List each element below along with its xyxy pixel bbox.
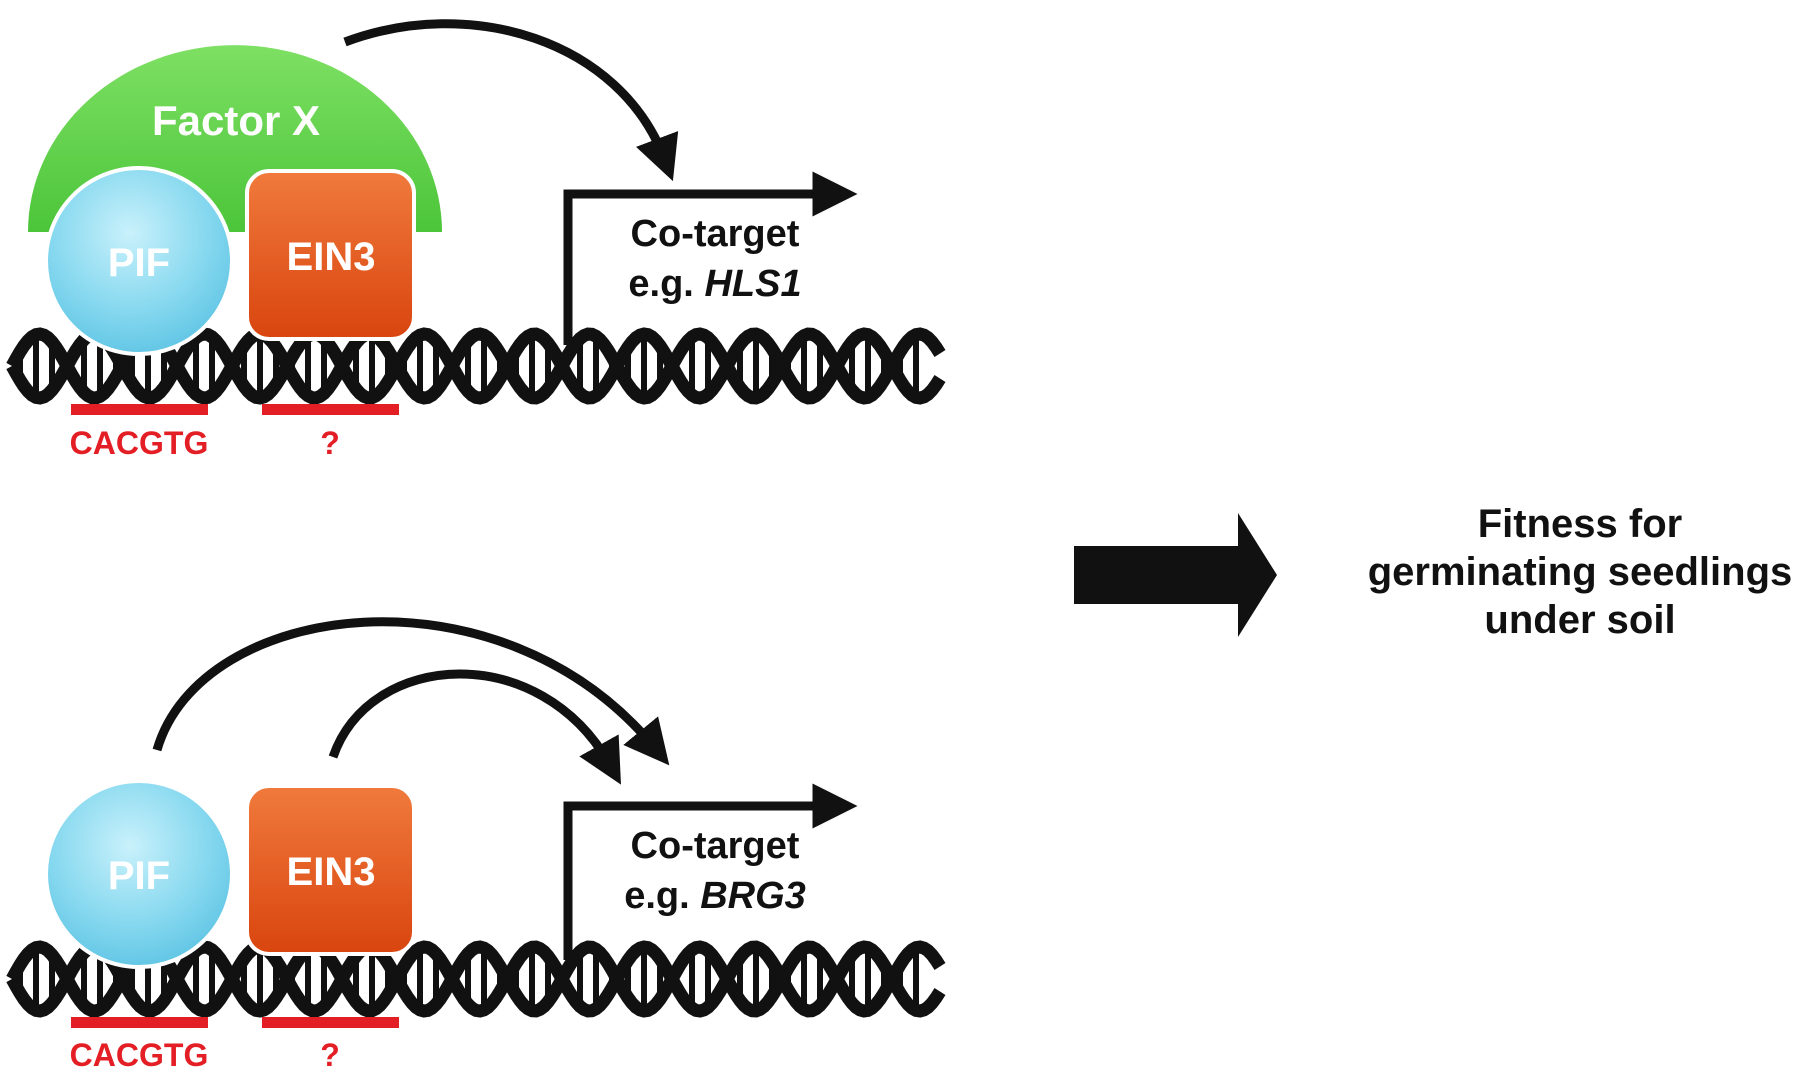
binding-site-bar-2-bottom [262,1017,399,1028]
pif-label-top: PIF [108,241,170,285]
ein3-activation-arrow-bottom [328,669,622,785]
pif-protein-bottom [44,779,234,969]
pif-protein-top [44,166,234,356]
result-line-2: germinating seedlings [1367,550,1793,594]
pif-label-bottom: PIF [108,854,170,898]
binding-site-label-1-bottom: CACGTG [70,1037,209,1073]
binding-site-label-2-top: ? [320,425,340,461]
binding-site-bar-1-bottom [71,1017,208,1028]
tss-arrow-bottom [563,783,858,960]
ein3-label-bottom: EIN3 [287,850,376,894]
binding-site-label-2-bottom: ? [320,1037,340,1073]
cotarget-label-top: Co-target [631,213,800,255]
result-arrow [1074,513,1277,637]
binding-site-label-1-top: CACGTG [70,425,209,461]
cotarget-gene-top: e.g. HLS1 [628,263,801,305]
panel-top: Factor X PIF EIN3 Co-target e.g. HLS1 CA… [6,19,946,461]
pif-activation-arrow-bottom [152,617,670,766]
panel-bottom: PIF EIN3 Co-target e.g. BRG3 CACGTG ? [6,617,946,1073]
result-line-1: Fitness for [1477,502,1683,546]
cotarget-gene-bottom: e.g. BRG3 [624,875,806,917]
binding-site-bar-2-top [262,404,399,415]
ein3-label-top: EIN3 [287,235,376,279]
binding-site-bar-1-top [71,404,208,415]
result-text: Fitness for germinating seedlings under … [1340,500,1800,644]
tss-arrow-top [563,171,858,345]
ein3-protein-bottom [245,784,416,956]
result-line-3: under soil [1484,598,1676,642]
ein3-protein-top [245,169,416,341]
activation-arrow-top [343,19,679,182]
dna-helix-bottom [6,940,946,1018]
cotarget-label-bottom: Co-target [631,825,800,867]
factor-x-label: Factor X [152,97,320,144]
